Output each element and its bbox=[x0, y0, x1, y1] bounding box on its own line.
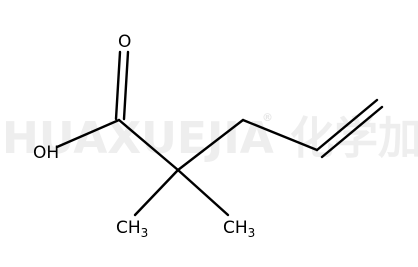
methyl-right-main: CH bbox=[223, 218, 248, 238]
methylene-to-vinyl-bond bbox=[241, 118, 319, 152]
atom-label-hydroxyl: OH bbox=[33, 143, 59, 163]
carbonyl-double-bond-line-1 bbox=[114, 50, 122, 121]
carbonyl-double-bond-line-2 bbox=[122, 50, 130, 121]
bond-lines bbox=[55, 50, 384, 217]
methyl-left-bond bbox=[133, 168, 180, 217]
vinyl-double-bond-line-1 bbox=[315, 98, 379, 152]
quaternary-to-methylene-bond bbox=[176, 118, 245, 172]
carboxyl-to-quaternary-bond bbox=[117, 118, 180, 172]
atom-label-carbonyl-oxygen: O bbox=[118, 32, 131, 52]
methyl-right-subscript: 3 bbox=[248, 226, 256, 240]
watermark-registered-mark: ® bbox=[262, 111, 273, 124]
atom-label-methyl-right: CH3 bbox=[223, 218, 255, 240]
watermark-cjk: 化学加 bbox=[290, 113, 418, 164]
methyl-left-subscript: 3 bbox=[141, 226, 149, 240]
atom-label-methyl-left: CH3 bbox=[116, 218, 148, 240]
watermark: HUAXUEJIA ® 化学加 bbox=[2, 111, 418, 164]
hydroxyl-bond bbox=[55, 118, 121, 149]
vinyl-double-bond-line-2 bbox=[320, 105, 384, 159]
atom-labels: O OH CH3 CH3 bbox=[33, 32, 255, 240]
methyl-right-bond bbox=[176, 168, 230, 217]
methyl-left-main: CH bbox=[116, 218, 141, 238]
watermark-latin: HUAXUEJIA bbox=[2, 113, 274, 164]
